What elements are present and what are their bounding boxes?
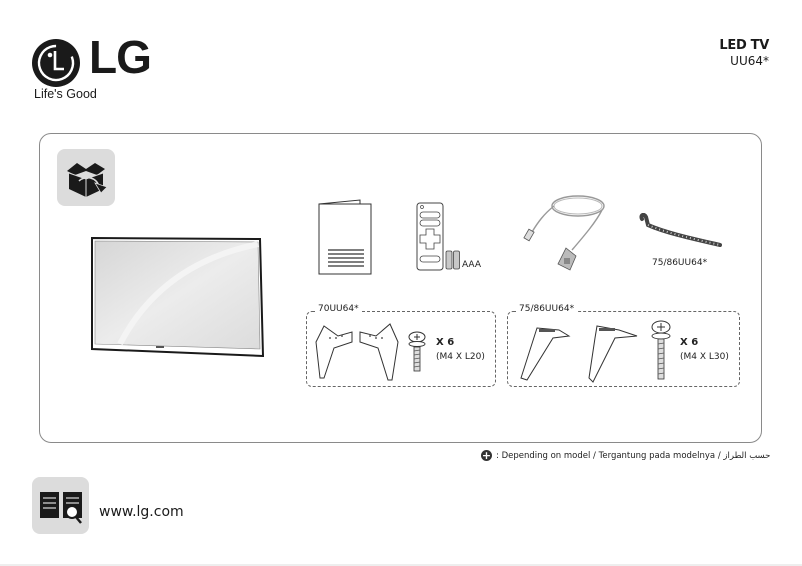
screw-icon: [408, 331, 426, 372]
cable-holder-icon: [639, 213, 722, 247]
bottom-divider: [0, 564, 802, 566]
cable-adapter-icon: [523, 195, 605, 271]
product-type: LED TV: [719, 38, 769, 53]
book-search-icon: [39, 491, 82, 524]
tv-display-icon: [91, 236, 264, 357]
model-footnote: + : Depending on model / Tergantung pada…: [481, 450, 770, 461]
stand-group-75-86: 75/86UU64*: [507, 304, 740, 387]
cable-holder-label: 75/86UU64*: [652, 258, 708, 268]
screw-spec: (M4 X L20): [436, 352, 485, 362]
stand-legs-icon: [315, 323, 399, 381]
group-title: 75/86UU64*: [516, 304, 578, 314]
screw-quantity: X 6: [436, 337, 455, 348]
remote-control-icon: [416, 202, 444, 271]
open-box-icon: [67, 162, 108, 197]
footnote-text: : Depending on model / Tergantung pada m…: [496, 450, 771, 461]
stand-group-70: 70UU64*: [306, 304, 496, 387]
battery-label: AAA: [462, 260, 481, 270]
brand-tagline: Life's Good: [34, 87, 97, 101]
manual-tile: [32, 477, 89, 534]
product-model: UU64*: [730, 54, 769, 68]
screw-spec: (M4 X L30): [680, 352, 729, 362]
battery-icon: [445, 250, 460, 270]
lg-face-logo-icon: [32, 39, 80, 87]
plus-circle-icon: +: [481, 449, 492, 462]
brand-name: LG: [89, 31, 152, 83]
stand-legs-icon: [520, 325, 638, 383]
manual-booklet-icon: [318, 199, 372, 275]
product-header: LED TV UU64*: [719, 38, 769, 68]
website-link[interactable]: www.lg.com: [99, 504, 184, 520]
group-title: 70UU64*: [315, 304, 362, 314]
box-icon-tile: [57, 149, 115, 206]
screw-quantity: X 6: [680, 337, 699, 348]
screw-icon: [651, 320, 671, 380]
